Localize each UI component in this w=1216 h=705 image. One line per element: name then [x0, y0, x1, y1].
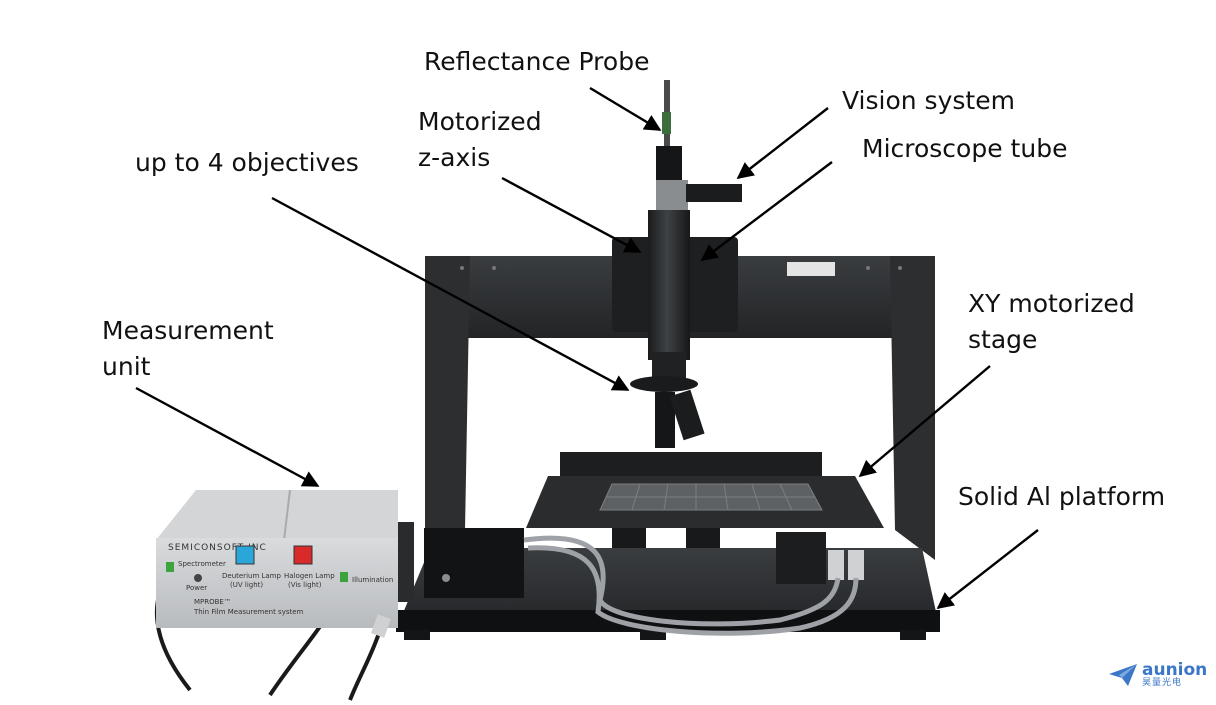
- power-switch[interactable]: [194, 574, 202, 582]
- arrow-motorized-z-axis: [501, 176, 642, 254]
- arrow-reflectance-probe: [589, 86, 662, 132]
- aunion-logo: aunion 昊量光电: [1108, 662, 1207, 689]
- panel-deuterium: Deuterium Lamp: [222, 572, 281, 580]
- beam-splitter-cube: [656, 180, 688, 210]
- stage-cable: [523, 535, 841, 627]
- objective-lens-angled: [669, 389, 705, 441]
- frame-screw: [866, 266, 870, 270]
- fiber-port: [166, 562, 174, 572]
- fiber-connector: [371, 614, 391, 638]
- platform-foot: [404, 630, 430, 640]
- stepper-motor: [776, 532, 826, 584]
- label-xy-motorized-stage: XY motorized stage: [968, 289, 1135, 355]
- panel-illumination: Illumination: [352, 576, 393, 584]
- xy-stage: [526, 452, 884, 568]
- arrow-up-to-4-objectives: [271, 196, 630, 392]
- controller-switch: [442, 574, 450, 582]
- enclosure-fan-side: [398, 522, 414, 602]
- logo-name: aunion: [1142, 660, 1208, 680]
- objective-turret: [630, 376, 698, 392]
- microscope-tube: [648, 210, 690, 360]
- panel-product: MPROBE™: [194, 598, 231, 606]
- motor-controller-box: [424, 528, 524, 598]
- stage-grid: [599, 483, 823, 511]
- stage-rail: [560, 452, 822, 476]
- microscope-column: [630, 80, 742, 448]
- reflectance-probe-tip: [662, 112, 671, 134]
- vision-camera: [686, 184, 742, 202]
- label-up-to-4-objectives: up to 4 objectives: [135, 148, 359, 177]
- arrow-vision-system: [736, 107, 829, 180]
- fiber-port: [340, 572, 348, 582]
- arrow-xy-motorized-stage: [858, 365, 991, 478]
- objective-lens: [655, 392, 675, 448]
- gantry-left-leg: [425, 256, 470, 560]
- panel-deuterium-sub: (UV light): [230, 581, 263, 589]
- logo-sub: 昊量光电: [1142, 678, 1183, 688]
- frame-screw: [898, 266, 902, 270]
- stage-cable: [527, 545, 859, 636]
- enclosure-front-panel: [156, 538, 398, 628]
- callout-arrows: [135, 86, 1039, 610]
- panel-product-sub: Thin Film Measurement system: [193, 608, 304, 616]
- frame-screw: [492, 266, 496, 270]
- panel-brand: SEMICONSOFT INC: [168, 543, 267, 553]
- deuterium-lamp-button[interactable]: [235, 545, 255, 565]
- paper-plane-icon: [1109, 664, 1137, 687]
- halogen-lamp-button[interactable]: [293, 545, 313, 565]
- probe-housing: [656, 146, 682, 184]
- panel-halogen: Halogen Lamp: [284, 572, 335, 580]
- arrow-solid-al-platform: [936, 529, 1039, 610]
- label-vision-system: Vision system: [842, 86, 1015, 115]
- gantry-label-plate: [787, 262, 835, 276]
- gantry-right-leg: [890, 256, 935, 560]
- panel-halogen-sub: (Vis light): [288, 581, 322, 589]
- label-motorized-z-axis: Motorized z-axis: [418, 107, 542, 173]
- label-microscope-tube: Microscope tube: [862, 134, 1068, 163]
- label-measurement-unit: Measurement unit: [102, 316, 274, 382]
- fiber-cable: [348, 629, 382, 701]
- arrow-microscope-tube: [700, 161, 833, 262]
- measurement-unit-enclosure: SEMICONSOFT INC Spectrometer Power Deute…: [156, 489, 414, 638]
- panel-spectrometer: Spectrometer: [178, 560, 226, 568]
- motor-connector: [828, 550, 844, 580]
- arrow-measurement-unit: [135, 386, 320, 488]
- frame-screw: [460, 266, 464, 270]
- platform-foot: [640, 630, 666, 640]
- cables: [523, 535, 859, 636]
- enclosure-top: [156, 490, 398, 540]
- label-solid-al-platform: Solid Al platform: [958, 482, 1166, 511]
- motor-connector: [848, 550, 864, 580]
- label-reflectance-probe: Reflectance Probe: [424, 47, 650, 76]
- platform-foot: [900, 630, 926, 640]
- panel-power: Power: [186, 584, 207, 592]
